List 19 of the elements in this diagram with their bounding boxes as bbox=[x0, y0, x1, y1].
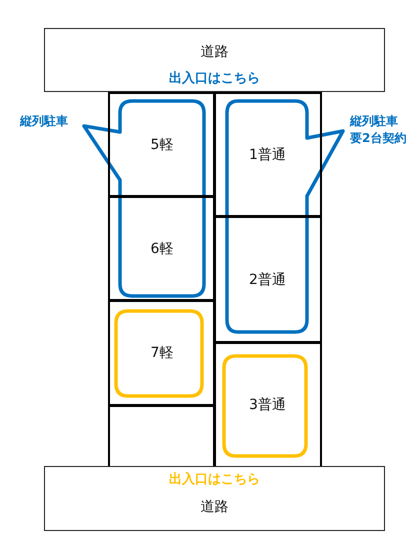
space-label: 6軽 bbox=[150, 240, 174, 258]
callout-text: 縦列駐車要2台契約 bbox=[350, 113, 408, 147]
parking-space bbox=[213, 92, 322, 218]
space-label: 2普通 bbox=[249, 270, 286, 288]
parking-space bbox=[213, 215, 322, 344]
road-area bbox=[44, 466, 385, 531]
parking-space bbox=[108, 195, 216, 302]
road-label: 道路 bbox=[200, 498, 228, 516]
space-label: 1普通 bbox=[249, 146, 286, 164]
callout-text: 縦列駐車 bbox=[20, 113, 69, 130]
parking-space bbox=[108, 92, 216, 198]
entrance-label: 出入口はこちら bbox=[169, 70, 260, 87]
parking-space bbox=[108, 299, 216, 407]
space-label: 5軽 bbox=[150, 136, 174, 154]
space-label: 3普通 bbox=[249, 396, 286, 414]
road-area bbox=[44, 28, 385, 92]
space-label: 7軽 bbox=[150, 344, 174, 362]
entrance-label: 出入口はこちら bbox=[169, 470, 260, 488]
road-label: 道路 bbox=[200, 43, 228, 61]
